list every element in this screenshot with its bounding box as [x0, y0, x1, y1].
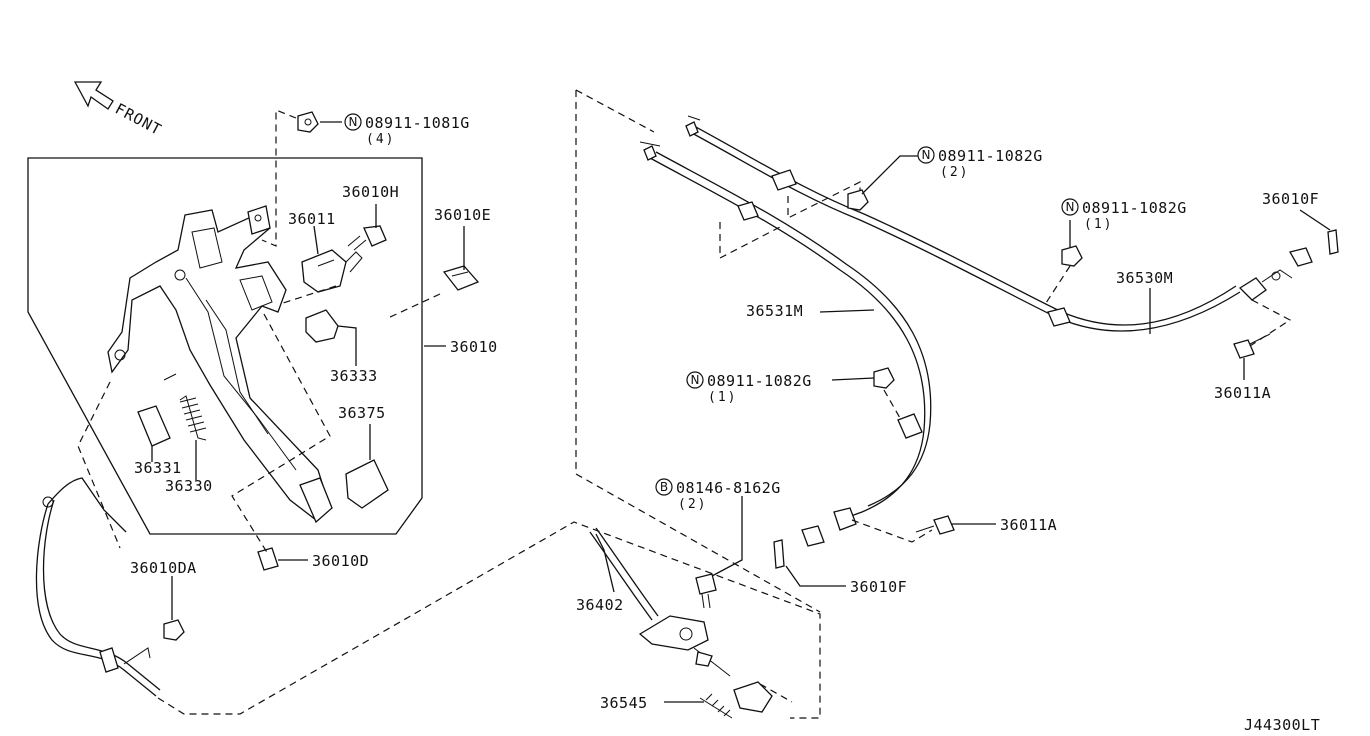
dashed-leader	[279, 285, 337, 305]
leader-line	[831, 377, 875, 381]
leader-line	[313, 225, 319, 255]
callout-prefix: N	[349, 115, 358, 129]
dashed-leader	[851, 519, 933, 543]
leader-line	[785, 565, 846, 587]
dashed-leader	[719, 222, 783, 259]
quantity-label: (2)	[940, 165, 969, 180]
quantity-label: (1)	[1084, 217, 1113, 232]
part-number-label: 08911-1082G	[1082, 199, 1187, 217]
leader-line	[337, 325, 357, 366]
part-label-36010e: 36010E	[434, 206, 491, 224]
lever-36402-icon	[589, 527, 731, 677]
part-label-36375: 36375	[338, 404, 386, 422]
part-label-36010f-top: 36010F	[1262, 190, 1319, 208]
quantity-label: (1)	[708, 390, 737, 405]
dashed-leader	[157, 521, 821, 719]
dashed-frame	[575, 90, 821, 613]
callout-prefix: N	[922, 148, 931, 162]
pedal-pad-36375-icon	[345, 459, 389, 509]
diagram-code: J44300LT	[1244, 716, 1320, 734]
part-label-36010f-mid: 36010F	[850, 578, 907, 596]
parking-pedal-assembly-icon	[107, 205, 333, 524]
cable-36010da-icon	[35, 477, 161, 697]
part-label-36010da: 36010DA	[130, 559, 197, 577]
callout-nut-top: N 08911-1081G (4)	[344, 113, 470, 147]
part-label-36545: 36545	[600, 694, 648, 712]
dashed-leader	[759, 683, 793, 703]
part-label-36010d: 36010D	[312, 552, 369, 570]
stop-lamp-switch-icon	[301, 249, 363, 293]
nut-top-icon	[297, 111, 319, 133]
part-label-36402: 36402	[576, 596, 624, 614]
leader-line	[1299, 209, 1331, 231]
spring-36545-icon	[699, 681, 773, 719]
nut-36010da-icon	[163, 619, 185, 641]
callout-nut-cable-right-top: N 08911-1082G (2)	[917, 146, 1043, 180]
dashed-leader	[575, 89, 655, 133]
part-number-label: 08911-1082G	[938, 147, 1043, 165]
dashed-leader	[231, 313, 331, 555]
part-label-36011: 36011	[288, 210, 336, 228]
leader-line	[819, 309, 875, 313]
clip-36010d-icon	[257, 547, 279, 571]
pin-36010f-top-icon	[1327, 229, 1339, 255]
leader-line	[595, 533, 615, 593]
dashed-leader	[1249, 299, 1292, 347]
part-label-36010h: 36010H	[342, 183, 399, 201]
dashed-leader	[883, 389, 901, 419]
spring-36330-icon	[163, 373, 207, 441]
part-number-label: 08911-1082G	[707, 372, 812, 390]
dashed-leader	[261, 109, 297, 247]
part-label-36330: 36330	[165, 477, 213, 495]
nut-cable-right-top-icon	[847, 189, 869, 211]
pin-36010f-mid-icon	[773, 539, 785, 569]
stopper-36333-icon	[305, 309, 339, 343]
part-label-36333: 36333	[330, 367, 378, 385]
dashed-leader	[1043, 265, 1071, 307]
part-label-36331: 36331	[134, 459, 182, 477]
leader-line	[711, 496, 743, 577]
clip-36010e-icon	[442, 265, 480, 291]
pedal-assembly-outline	[27, 157, 423, 535]
callout-prefix: N	[691, 373, 700, 387]
part-label-36010: 36010	[450, 338, 498, 356]
callout-nut-cable-right: N 08911-1082G (1)	[1061, 198, 1187, 232]
bolt-36011a-right-icon	[1233, 333, 1271, 359]
callout-bolt-lever: B 08146-8162G (2)	[655, 478, 781, 512]
callout-prefix: N	[1066, 200, 1075, 214]
callout-prefix: B	[660, 480, 668, 494]
leader-line	[861, 155, 918, 195]
bolt-36010h-icon	[347, 225, 387, 251]
front-arrow-icon	[73, 81, 114, 110]
part-label-36530m: 36530M	[1116, 269, 1173, 287]
part-label-36531m: 36531M	[746, 302, 803, 320]
nut-cable-right-icon	[1061, 245, 1083, 267]
part-number-label: 08911-1081G	[365, 114, 470, 132]
quantity-label: (2)	[678, 497, 707, 512]
callout-nut-cable-mid: N 08911-1082G (1)	[686, 371, 812, 405]
nut-cable-mid-icon	[873, 367, 895, 389]
part-label-36011a-mid: 36011A	[1000, 516, 1057, 534]
dashed-leader	[77, 381, 121, 549]
part-number-label: 08146-8162G	[676, 479, 781, 497]
cable-end-icon	[639, 115, 797, 221]
bolt-lever-icon	[695, 573, 717, 609]
dashed-leader	[387, 293, 441, 319]
quantity-label: (4)	[366, 132, 395, 147]
part-label-36011a-right: 36011A	[1214, 384, 1271, 402]
dashed-leader	[787, 181, 861, 219]
bushing-36331-icon	[137, 405, 171, 447]
front-label: FRONT	[112, 100, 165, 139]
bolt-36011a-mid-icon	[915, 515, 955, 535]
